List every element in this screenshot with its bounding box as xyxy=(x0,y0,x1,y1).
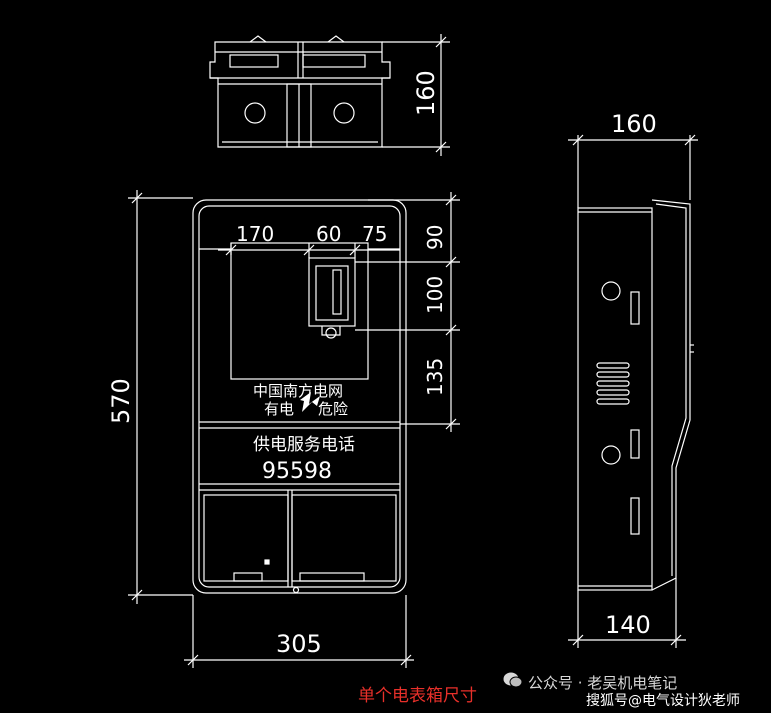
top-view xyxy=(209,35,391,148)
side-view xyxy=(577,199,694,591)
height-135-label: 135 xyxy=(423,358,447,396)
front-height-dimension xyxy=(128,190,193,604)
lightning-bolt-icon xyxy=(300,392,320,412)
top-height-dimension xyxy=(382,34,450,156)
danger-left-label: 有电 xyxy=(264,400,294,418)
figure-caption: 单个电表箱尺寸 xyxy=(358,686,477,706)
grid-company-label: 中国南方电网 xyxy=(253,382,343,400)
height-90-label: 90 xyxy=(423,225,447,250)
side-bottom-dimension xyxy=(568,578,686,648)
danger-right-label: 危险 xyxy=(318,400,348,418)
watermark-line-2: 搜狐号@电气设计狄老师 xyxy=(586,693,740,709)
service-number: 95598 xyxy=(262,459,332,484)
width-75-label: 75 xyxy=(362,222,387,246)
watermark-line-1: 公众号 · 老吴机电笔记 xyxy=(528,674,678,692)
internal-width-dimensions xyxy=(218,243,400,258)
width-170-label: 170 xyxy=(236,222,274,246)
service-hotline-label: 供电服务电话 xyxy=(253,435,355,455)
front-height-label: 570 xyxy=(107,378,135,424)
height-100-label: 100 xyxy=(423,276,447,314)
top-height-label: 160 xyxy=(412,70,440,116)
front-width-dimension xyxy=(184,595,414,668)
side-top-dimension xyxy=(568,134,698,208)
wechat-logo-icon xyxy=(503,672,523,688)
side-top-label: 160 xyxy=(611,110,657,138)
front-width-label: 305 xyxy=(276,630,322,658)
side-bottom-label: 140 xyxy=(605,611,651,639)
right-height-dimensions xyxy=(355,192,460,432)
front-view xyxy=(192,199,407,594)
width-60-label: 60 xyxy=(316,222,341,246)
